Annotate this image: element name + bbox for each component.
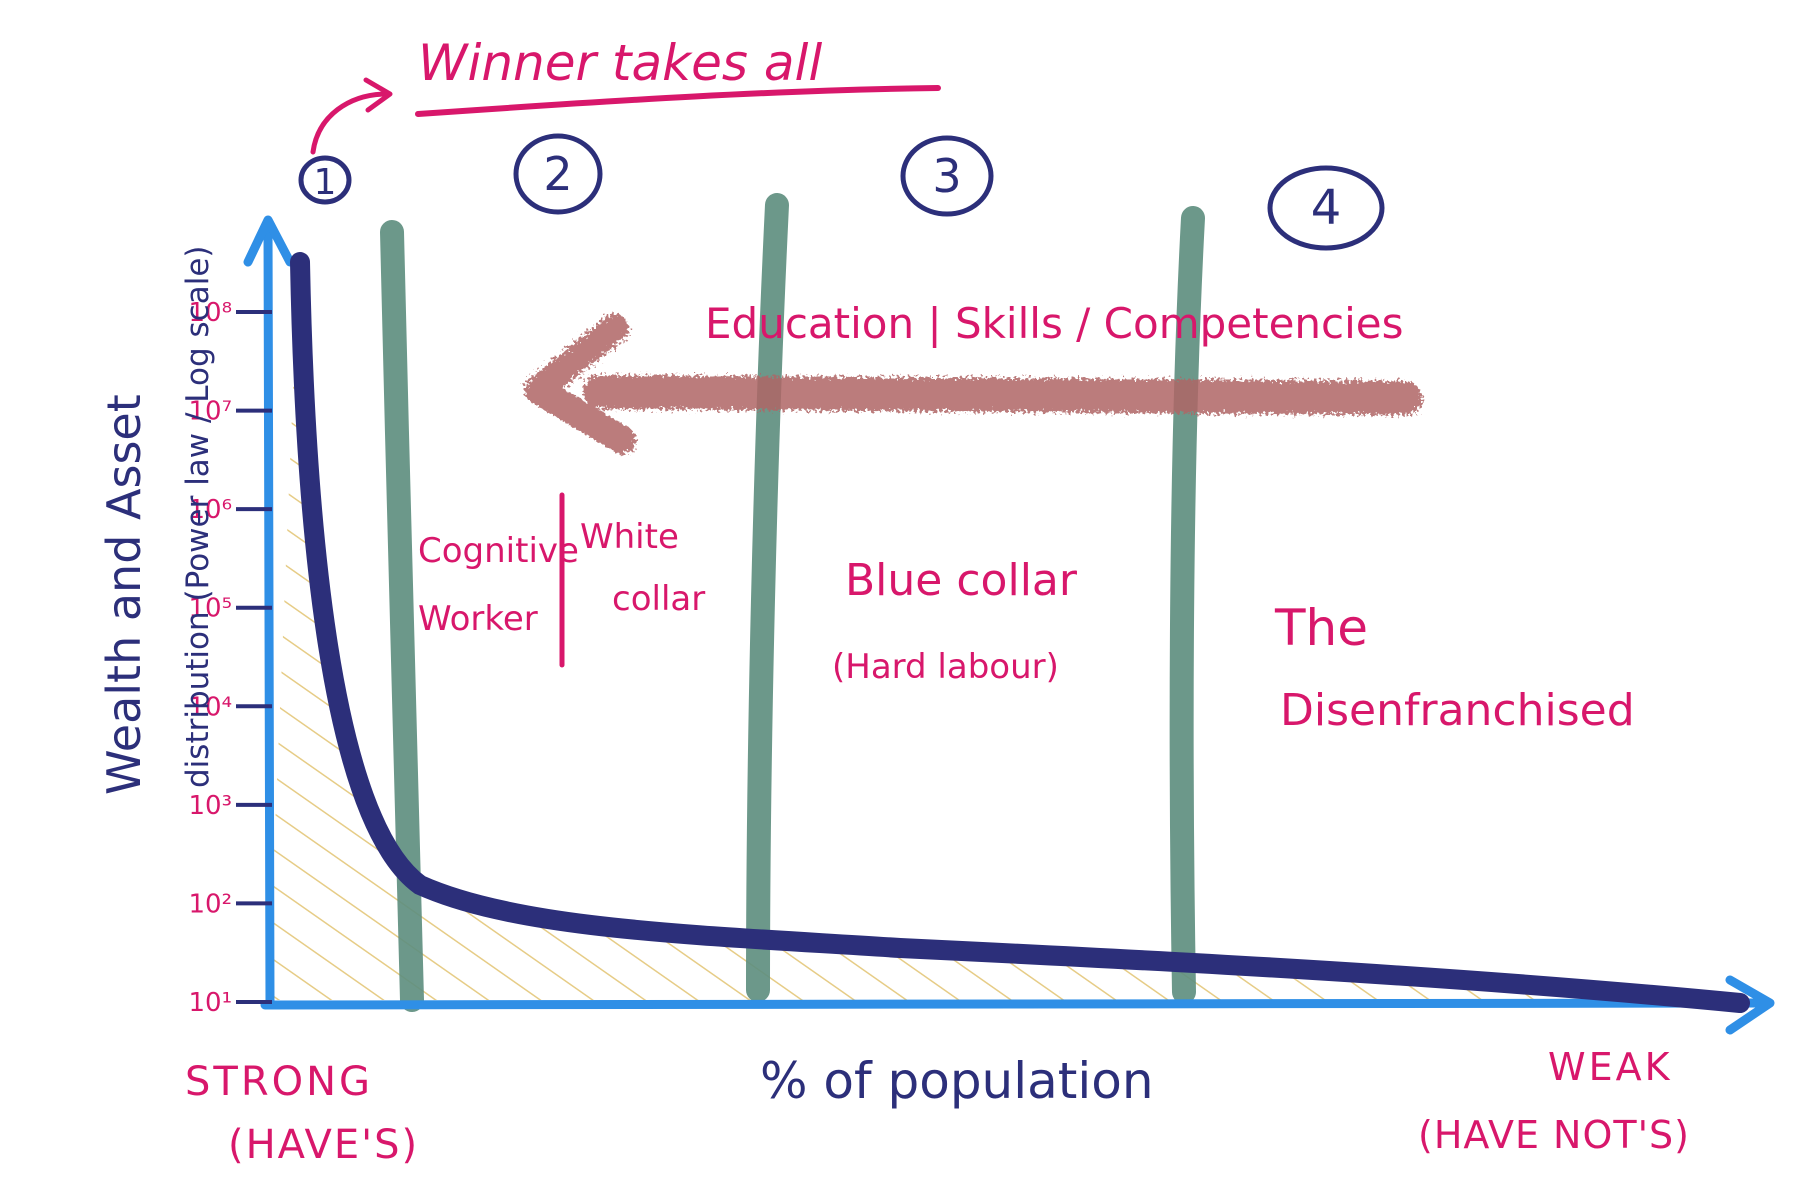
x-axis: [260, 998, 1770, 1010]
zone-4-number: 4: [1311, 180, 1342, 236]
x-axis-arrowhead: [1725, 975, 1775, 1035]
x-axis-left-sublabel: (HAVE'S): [228, 1122, 419, 1168]
axes: [243, 215, 1775, 1035]
zone-2-labels: Cognitive Worker White collar: [418, 492, 705, 668]
zone-2-circle: [513, 133, 603, 215]
zone-divider-1: [380, 220, 424, 1012]
skills-arrow: [524, 314, 1422, 454]
zone-markers: [298, 133, 1385, 251]
winner-pointer-arrow: [310, 91, 387, 155]
zone-1-number: 1: [314, 162, 337, 203]
skills-arrow-label: Education | Skills / Competencies: [705, 299, 1404, 348]
zone-4-label-line-2: Disenfranchised: [1280, 685, 1635, 736]
y-tick-label: 10⁷: [188, 397, 232, 427]
y-tick-label: 10⁴: [188, 692, 232, 722]
title: Winner takes all: [418, 34, 822, 92]
y-axis-label-main: Wealth and Asset: [97, 394, 151, 795]
zone-2-label-b-line-1: White: [580, 517, 679, 557]
y-axis-label-sub: distribution (Power law / Log scale): [180, 246, 216, 789]
zone-2-label-a-line-2: Worker: [418, 599, 538, 639]
y-tick-label: 10⁸: [188, 298, 232, 328]
zone-divider-3: [1169, 206, 1205, 1004]
y-tick-label: 10³: [188, 791, 232, 821]
zone-1-circle: [298, 155, 352, 205]
zone-2-number: 2: [543, 147, 572, 201]
zone-3-number: 3: [932, 149, 961, 203]
y-axis-arrowhead: [243, 215, 295, 267]
y-tick-label: 10⁶: [188, 495, 232, 525]
y-tick-label: 10¹: [188, 988, 232, 1018]
winner-pointer-arrowhead: [363, 77, 393, 113]
title-underline: [415, 85, 941, 117]
zone-divider-2: [746, 193, 789, 1002]
zone-3-label-line-2: (Hard labour): [832, 647, 1059, 687]
zone-2-label-b-line-2: collar: [612, 579, 705, 619]
x-axis-right-label: WEAK: [1548, 1045, 1673, 1089]
y-axis-ticks: 10¹ 10² 10³ 10⁴ 10⁵ 10⁶ 10⁷ 10⁸: [188, 298, 272, 1018]
zone-4-circle: [1267, 165, 1385, 251]
power-law-curve: [290, 252, 1750, 1013]
zone-2-label-a-line-1: Cognitive: [418, 531, 579, 571]
zone-3-label-line-1: Blue collar: [845, 555, 1078, 606]
x-axis-label: % of population: [760, 1052, 1154, 1110]
y-axis: [263, 220, 275, 1010]
x-axis-right-sublabel: (HAVE NOT'S): [1418, 1113, 1690, 1157]
y-tick-label: 10²: [188, 889, 232, 919]
x-axis-left-label: STRONG: [185, 1059, 373, 1105]
y-tick-label: 10⁵: [188, 594, 232, 624]
zone-4-label-line-1: The: [1274, 599, 1368, 657]
zone-3-circle: [900, 135, 994, 217]
